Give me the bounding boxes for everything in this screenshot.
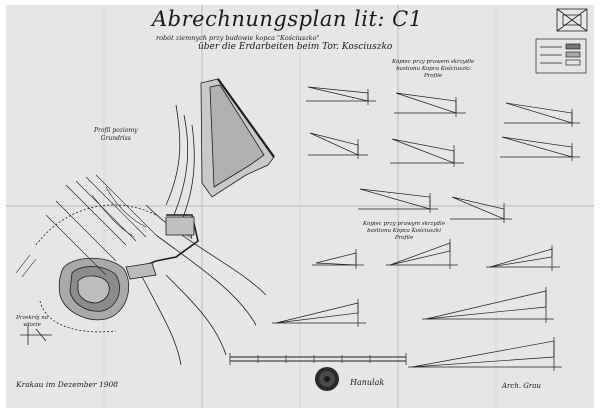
profile-sections — [229, 86, 580, 371]
plan-subtitle-german: über die Erdarbeiten beim Tor. Kosciuszk… — [198, 42, 393, 52]
signature-architect: Arch. Grau — [502, 382, 541, 390]
stamp-box — [556, 8, 588, 32]
legend-box — [535, 38, 587, 74]
profiles-note-top: Kopiec przy prawem skrzydle bastionu Kop… — [392, 59, 475, 79]
plan-note-left: Profil poziomy Grundriss — [94, 127, 138, 142]
wax-seal — [315, 367, 339, 391]
technical-drawing — [6, 5, 594, 408]
site-plan — [15, 78, 275, 366]
place-and-date: Krakau im Dezember 1908 — [16, 380, 119, 389]
fold-lines — [6, 5, 594, 408]
plan-title: Abrechnungsplan lit: C1 — [152, 7, 423, 31]
profiles-note-middle: Kopiec przy prawym skrzydle bastionu Kop… — [363, 221, 446, 241]
plan-subtitle-polish: robót ziemnych przy budowie kopca "Kości… — [156, 34, 320, 42]
section-note-bottom-left: Przekrój na wlocie — [16, 315, 49, 328]
signature-engineer: Hanulak — [350, 378, 385, 387]
drawing-sheet: Abrechnungsplan lit: C1 robót ziemnych p… — [6, 5, 594, 408]
